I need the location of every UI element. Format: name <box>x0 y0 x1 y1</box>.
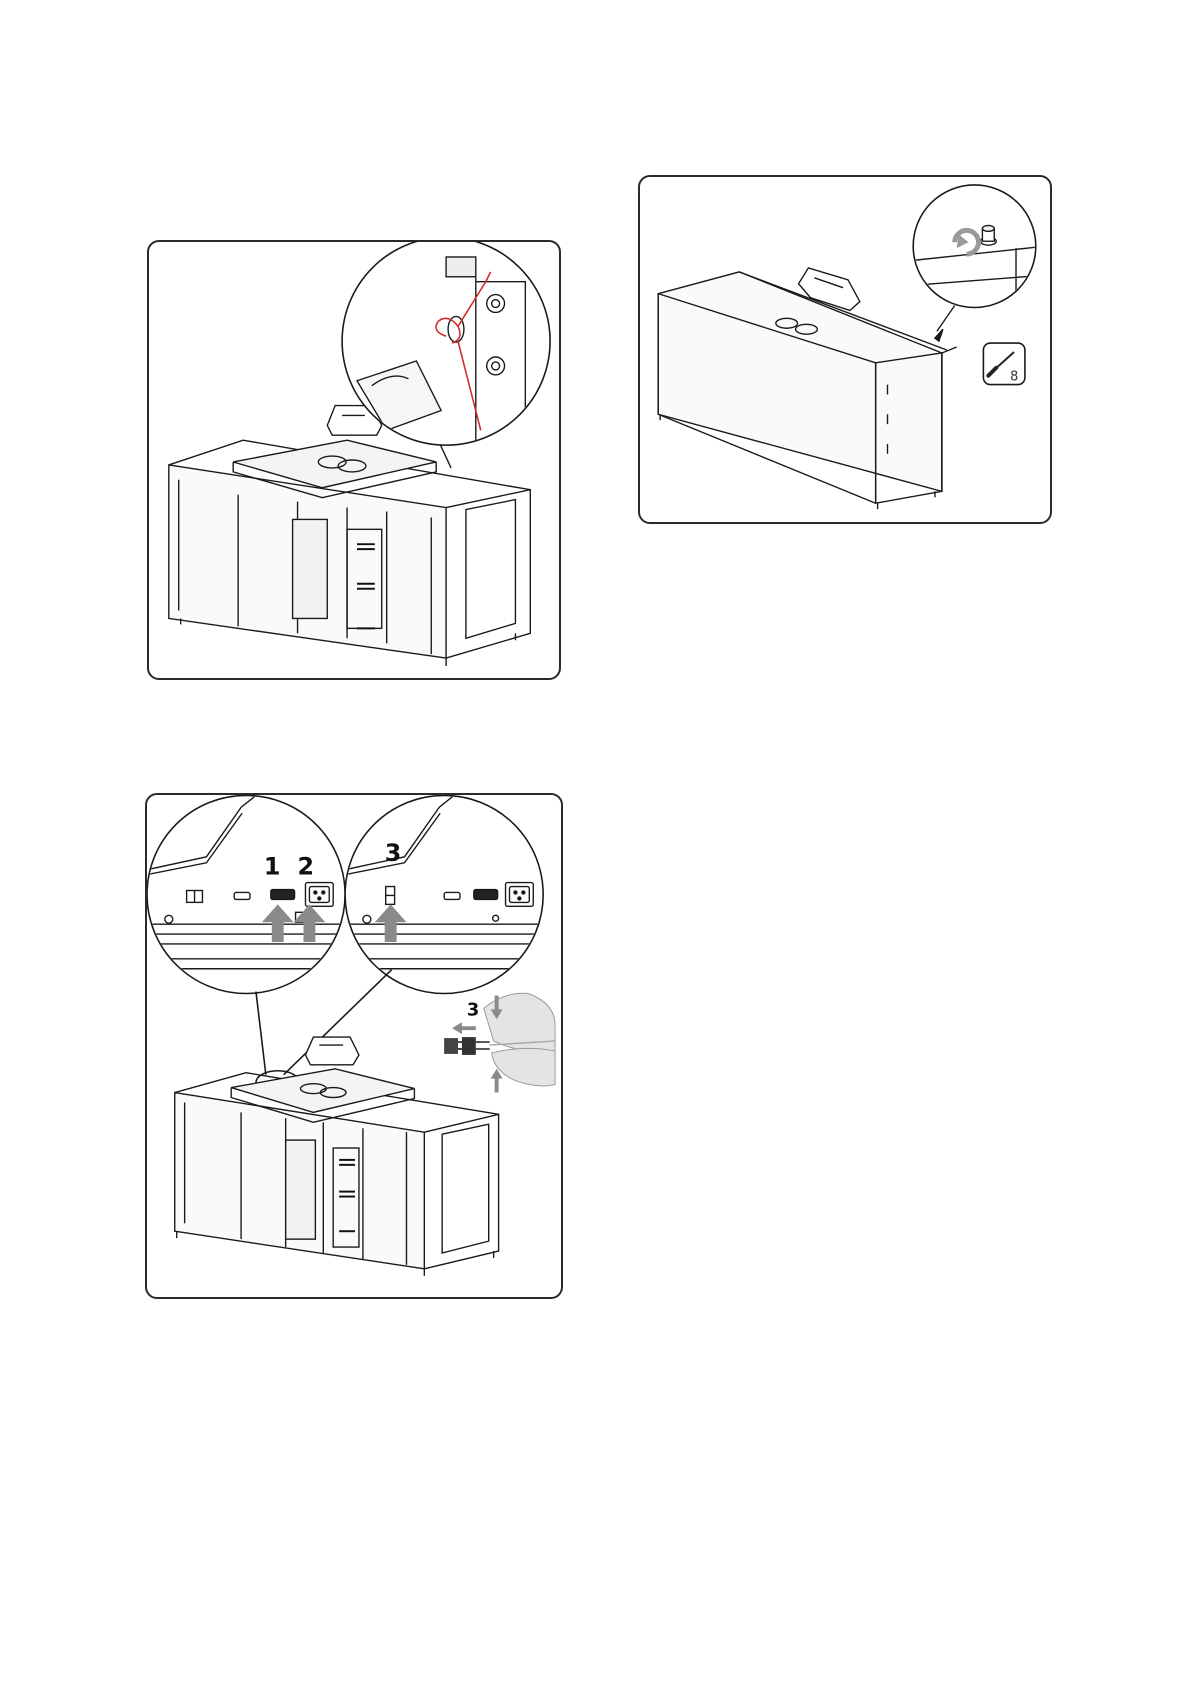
illustration-open-cabinet-knob-detail <box>149 242 559 678</box>
figure-closed-unit-with-screw-detail: 8 <box>638 175 1052 524</box>
callout-label-1: 1 <box>264 853 281 881</box>
illustration-closed-cabinet-screw: 8 <box>640 177 1050 522</box>
illustration-rear-connectors: 1 2 3 <box>147 795 561 1297</box>
tool-size-label: 8 <box>1010 370 1018 385</box>
figure-connectors-with-zoom-details: 1 2 3 <box>145 793 563 1299</box>
screwdriver-tool-badge <box>983 343 1025 385</box>
figure-open-unit-with-zoom <box>147 240 561 680</box>
plug-callout-label-3: 3 <box>467 999 479 1020</box>
callout-label-2: 2 <box>298 853 315 881</box>
callout-label-3: 3 <box>385 839 402 867</box>
plug-unplug-detail <box>444 993 555 1092</box>
